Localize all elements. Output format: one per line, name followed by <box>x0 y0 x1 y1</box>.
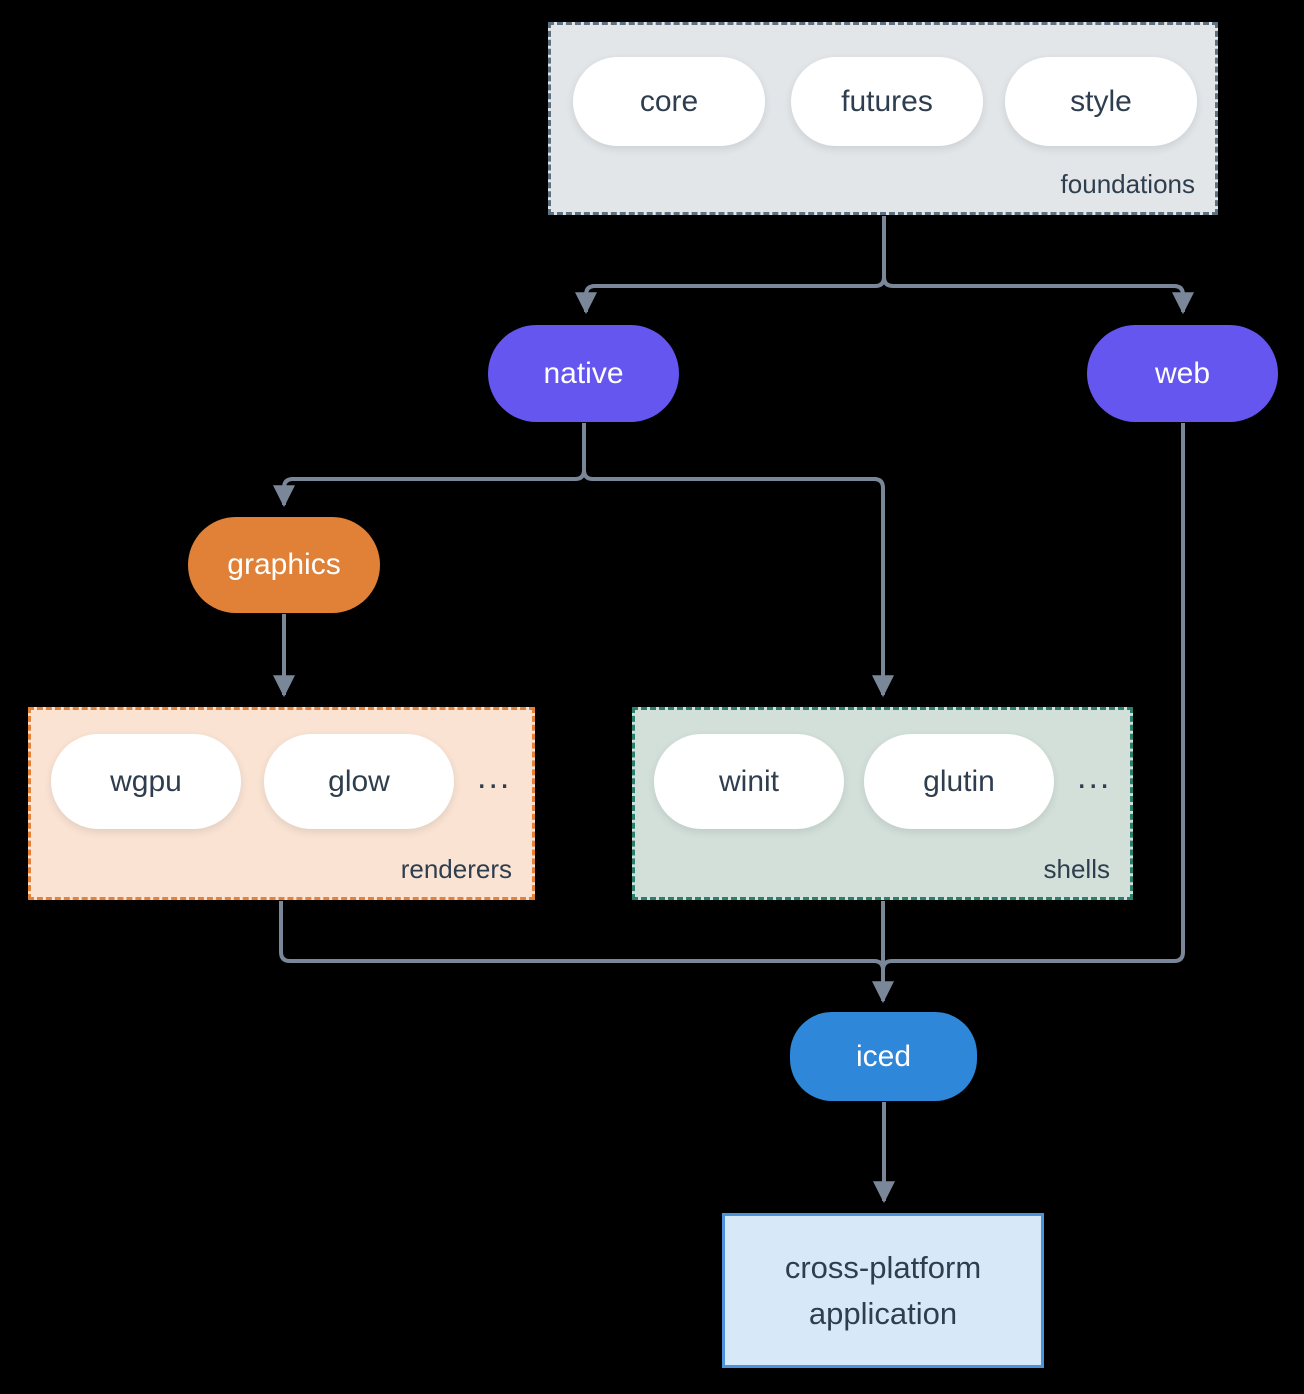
edge-renderers-merge <box>279 901 885 971</box>
edge-foundations-native <box>575 216 886 315</box>
node-web: web <box>1087 325 1278 422</box>
node-iced: iced <box>790 1012 977 1101</box>
node-futures: futures <box>791 57 983 146</box>
shells-more-dots: ... <box>1077 758 1112 796</box>
node-wgpu: wgpu <box>51 734 241 829</box>
node-winit: winit <box>654 734 844 829</box>
app-label-line2: application <box>808 1295 958 1331</box>
node-glutin: glutin <box>864 734 1054 829</box>
renderers-more-dots: ... <box>477 758 512 796</box>
renderers-group: wgpu glow ... renderers <box>28 707 535 900</box>
node-glow: glow <box>264 734 454 829</box>
node-style: style <box>1005 57 1197 146</box>
edge-native-graphics <box>273 423 586 508</box>
node-core: core <box>573 57 765 146</box>
app-label-line1: cross-platform <box>784 1249 982 1285</box>
shells-group: winit glutin ... shells <box>632 707 1133 900</box>
edge-foundations-web <box>882 216 1194 315</box>
foundations-group: core futures style foundations <box>548 22 1218 215</box>
edge-native-shells <box>582 423 894 698</box>
foundations-label: foundations <box>1060 169 1195 199</box>
shells-label: shells <box>1043 854 1110 884</box>
cross-platform-application-box: cross-platform application <box>722 1213 1044 1368</box>
node-graphics: graphics <box>188 517 380 613</box>
renderers-label: renderers <box>400 854 512 884</box>
node-native: native <box>488 325 679 422</box>
